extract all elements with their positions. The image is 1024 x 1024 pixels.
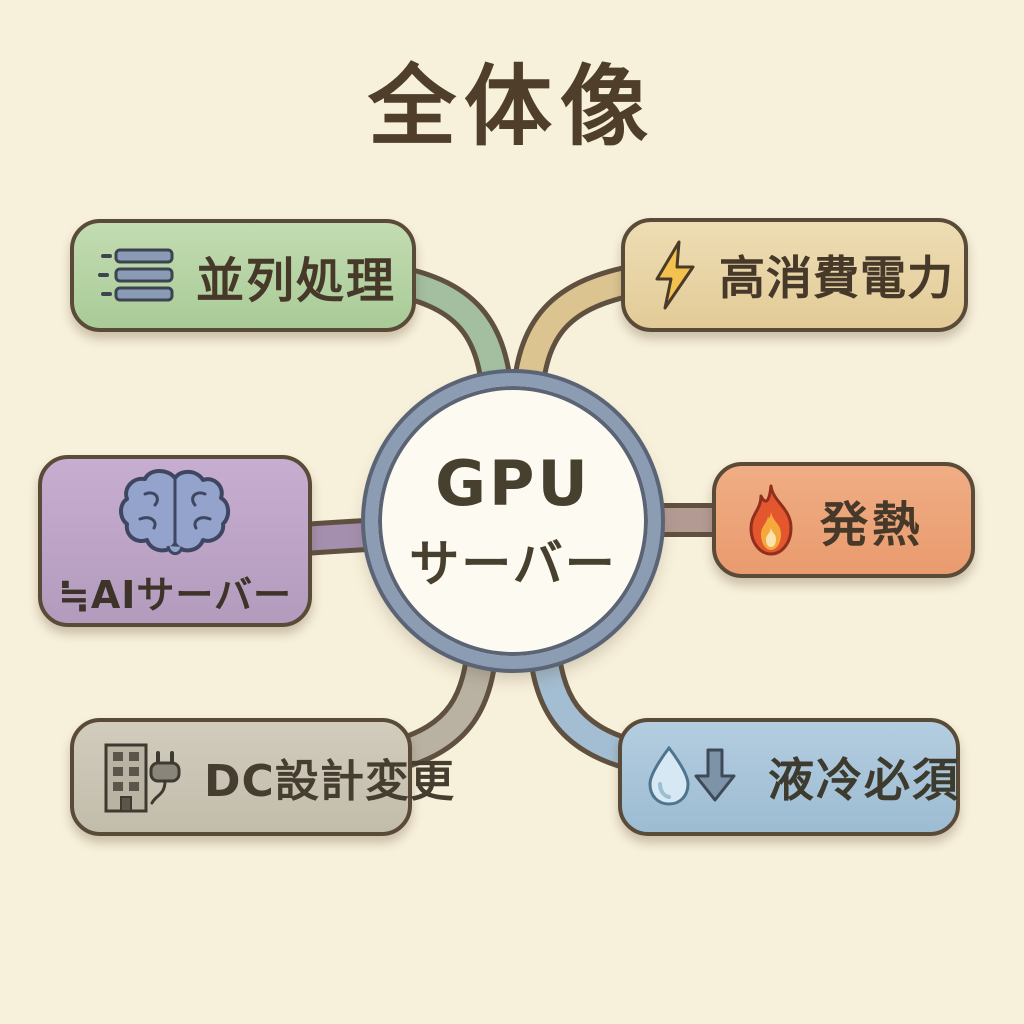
center-label-line1: GPU [435,446,591,520]
node-heat: 発熱 [712,462,975,578]
diagram-title: 全体像 [367,55,656,158]
node-label: 発熱 [820,497,925,553]
node-liquid-cooling: 液冷必須 [618,718,960,836]
node-label: 液冷必須 [768,753,960,807]
lightning-icon [649,238,701,312]
node-parallel-processing: 並列処理 [70,219,416,332]
flame-icon [740,482,802,558]
node-label: DC設計変更 [204,756,455,807]
center-node-label: GPU サーバー [409,447,617,596]
node-high-power: 高消費電力 [621,218,968,332]
server-stack-icon [98,246,178,306]
center-label-line2: サーバー [409,534,617,593]
droplet-down-arrow-icon [646,746,750,808]
brain-icon [114,464,236,560]
node-dc-redesign: DC設計変更 [70,718,454,836]
node-label: 高消費電力 [719,251,954,305]
node-ai-server: ≒AIサーバー [38,455,312,627]
building-plug-icon [98,739,186,815]
node-label: ≒AIサーバー [57,572,292,617]
node-label: 並列処理 [196,252,397,309]
center-node-gpu-server: GPU サーバー [365,373,661,669]
